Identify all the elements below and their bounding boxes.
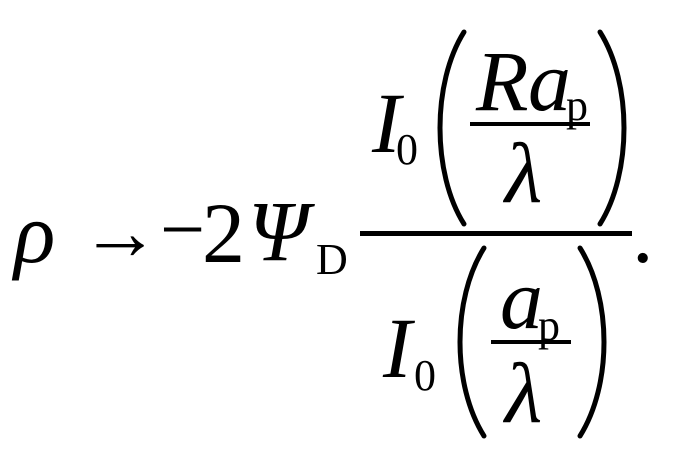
main-fraction-bar [360, 231, 632, 236]
minus-sign: − [160, 186, 206, 274]
numerator-left-paren [437, 29, 467, 227]
denominator-right-paren [577, 245, 607, 439]
coefficient-two: 2 [202, 185, 245, 281]
rho-symbol: ρ [14, 185, 56, 281]
numerator-arg-a: a [528, 33, 571, 129]
denominator-arg-a: a [500, 251, 543, 347]
denominator-arg-lambda: λ [505, 345, 543, 441]
numerator-inner-fraction-bar [470, 122, 590, 126]
denominator-inner-fraction-bar [491, 340, 571, 344]
psi-symbol: Ψ [248, 183, 309, 279]
denominator-bessel-i: I [383, 300, 412, 396]
numerator-bessel-i: I [372, 75, 401, 171]
terminal-period: . [632, 185, 654, 281]
psi-subscript-d: D [316, 235, 348, 284]
denominator-left-paren [457, 245, 487, 439]
arrow-symbol: → [80, 189, 160, 277]
numerator-right-paren [597, 29, 627, 227]
numerator-bessel-subscript: 0 [396, 125, 418, 174]
numerator-arg-r: R [476, 33, 529, 129]
numerator-arg-lambda: λ [505, 125, 543, 221]
numerator-arg-subscript-p: p [566, 81, 588, 130]
denominator-arg-subscript-p: p [538, 301, 560, 350]
denominator-bessel-subscript: 0 [414, 351, 436, 400]
